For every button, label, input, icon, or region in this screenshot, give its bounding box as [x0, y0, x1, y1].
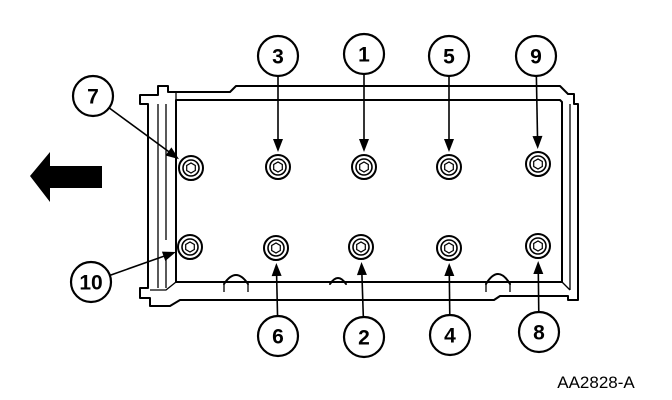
- callout-label-8: 8: [533, 322, 545, 345]
- leader-arrow-1: [359, 74, 369, 152]
- leader-arrow-9: [532, 75, 543, 150]
- callout-9: 9: [514, 34, 558, 78]
- leader-arrow-7: [108, 107, 179, 160]
- callout-label-2: 2: [358, 327, 370, 350]
- bottom-bolt-2-icon: [263, 235, 289, 261]
- callout-10: 10: [69, 260, 113, 304]
- leader-arrow-10: [109, 251, 176, 277]
- callout-4: 4: [428, 313, 472, 357]
- leader-arrow-4: [444, 262, 455, 316]
- callout-1: 1: [342, 32, 386, 76]
- cover-outline: [139, 85, 579, 307]
- callout-label-4: 4: [444, 325, 456, 348]
- top-bolt-4-icon: [436, 154, 462, 180]
- top-bolt-1-icon: [178, 155, 204, 181]
- callout-7: 7: [71, 74, 115, 118]
- leader-arrow-2: [356, 261, 367, 318]
- callout-label-7: 7: [87, 86, 99, 109]
- callout-label-5: 5: [443, 46, 455, 69]
- bottom-bolt-5-icon: [525, 233, 551, 259]
- figure-id-label: AA2828-A: [557, 373, 635, 392]
- leader-arrow-8: [533, 260, 544, 313]
- callout-5: 5: [427, 34, 471, 78]
- bottom-bolt-4-icon: [436, 235, 462, 261]
- leader-arrow-3: [273, 76, 283, 152]
- callout-label-1: 1: [358, 44, 370, 67]
- callout-label-3: 3: [272, 46, 284, 69]
- bottom-bolt-1-icon: [177, 234, 203, 260]
- bottom-bolt-3-icon: [348, 234, 374, 260]
- callout-2: 2: [342, 315, 386, 359]
- callout-3: 3: [256, 34, 300, 78]
- top-bolt-2-icon: [265, 154, 291, 180]
- leader-lines: [108, 74, 544, 318]
- bolt-group: [177, 151, 551, 261]
- callout-label-9: 9: [530, 46, 542, 69]
- leader-arrow-5: [444, 76, 454, 152]
- callout-6: 6: [256, 314, 300, 358]
- callout-label-6: 6: [272, 326, 284, 349]
- callout-label-10: 10: [79, 272, 102, 295]
- direction-arrow: [30, 152, 102, 202]
- top-bolt-3-icon: [351, 154, 377, 180]
- callout-group: 1 2 3 4 5 6 7 8 9 10: [69, 32, 561, 359]
- callout-8: 8: [517, 310, 561, 354]
- leader-arrow-6: [271, 262, 282, 317]
- top-bolt-5-icon: [525, 151, 551, 177]
